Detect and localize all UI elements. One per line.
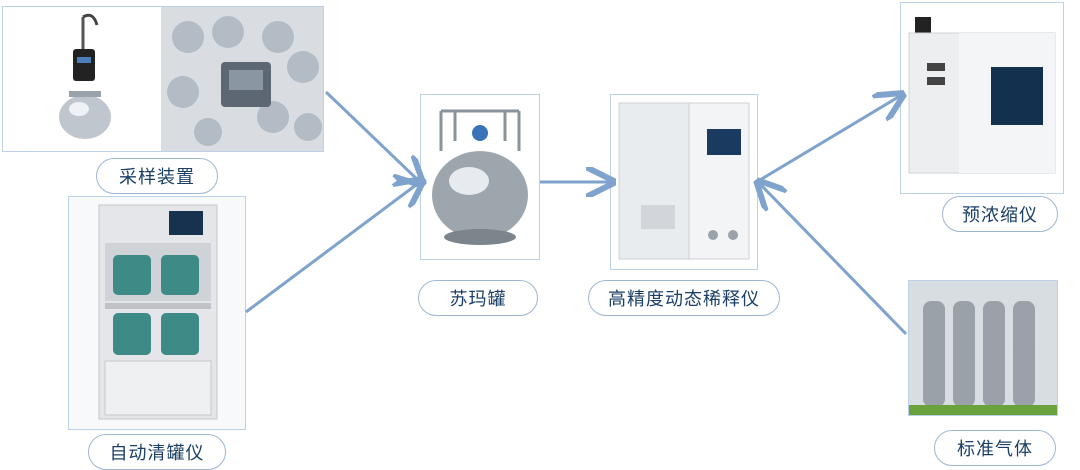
- label-canister: 苏玛罐: [418, 280, 538, 316]
- diluter-image: [610, 94, 758, 270]
- label-sampler: 采样装置: [96, 158, 218, 194]
- label-preconcentrator: 预浓缩仪: [942, 196, 1058, 232]
- arrow-cleaner-to-canister: [245, 182, 420, 314]
- cleaner-image: [68, 196, 246, 430]
- label-standard-gas: 标准气体: [934, 430, 1056, 466]
- canister-image: [420, 94, 540, 260]
- label-diluter: 高精度动态稀释仪: [588, 280, 780, 316]
- arrow-standard-gas-to-diluter: [760, 184, 908, 336]
- preconcentrator-image: [900, 2, 1064, 194]
- label-cleaner: 自动清罐仪: [88, 434, 226, 470]
- standard-gas-image: [908, 280, 1058, 416]
- sampler-image: [2, 6, 324, 152]
- arrow-sampler-to-canister: [324, 90, 420, 182]
- arrow-diluter-to-preconcentrator: [759, 96, 900, 182]
